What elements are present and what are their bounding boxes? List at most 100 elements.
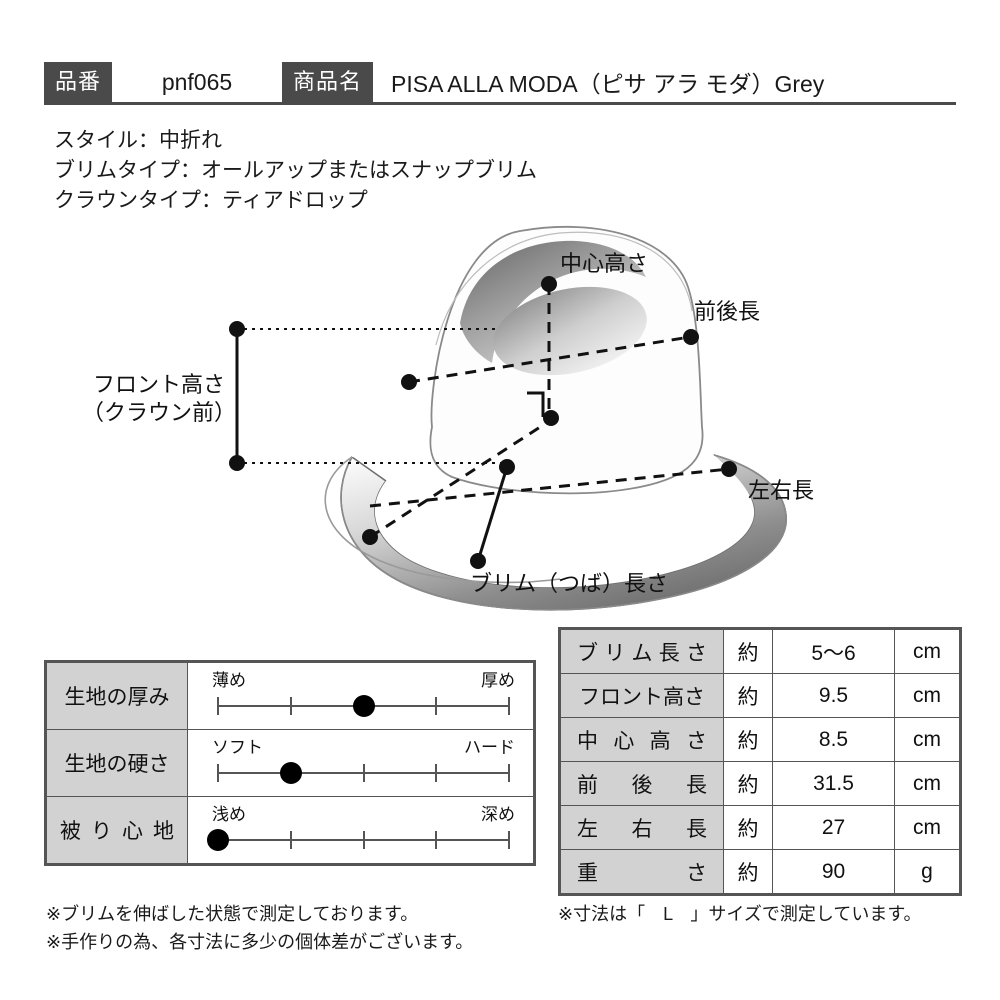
hat-brim-inner-left bbox=[324, 456, 561, 584]
property-name: 生地の硬さ bbox=[46, 729, 188, 797]
header-divider bbox=[44, 102, 956, 105]
slider-tick bbox=[289, 831, 292, 849]
label-brim-length: ブリム（つば）長さ bbox=[470, 571, 669, 596]
slider-tick bbox=[508, 831, 510, 849]
measurement-value: 27 bbox=[772, 805, 895, 850]
hat-crown-dent-crescent bbox=[460, 240, 646, 363]
note-size-measured: ※寸法は「 L 」サイズで測定しています。 bbox=[558, 904, 922, 924]
measurement-approx: 約 bbox=[723, 629, 773, 674]
hat-crown-top-rim bbox=[435, 231, 693, 346]
measurement-label: 前後長 bbox=[560, 761, 724, 806]
product-name-badge: 商品名 bbox=[282, 62, 374, 102]
measurement-unit: cm bbox=[894, 629, 960, 674]
measurement-label: フロント高さ bbox=[560, 673, 724, 718]
slider-track[interactable] bbox=[217, 695, 510, 717]
property-slider-cell[interactable]: ソフト ハード bbox=[187, 729, 534, 797]
measurement-unit: cm bbox=[894, 805, 960, 850]
property-slider-cell[interactable]: 薄め 厚め bbox=[187, 662, 534, 730]
slider-right-label: 厚め bbox=[481, 671, 515, 690]
measurement-unit: cm bbox=[894, 761, 960, 806]
measurement-label: 中心高さ bbox=[560, 717, 724, 762]
measurement-label-text: ブリム長さ bbox=[577, 641, 707, 665]
product-code-badge: 品番 bbox=[44, 62, 113, 102]
hat-crown-dent-oval bbox=[493, 286, 647, 376]
measurement-unit: g bbox=[894, 849, 960, 894]
label-left-right-length: 左右長 bbox=[748, 478, 815, 503]
brim-length-line bbox=[476, 466, 509, 562]
measurement-label: 左右長 bbox=[560, 805, 724, 850]
slider-tick bbox=[435, 831, 438, 849]
slider-left-label: 薄め bbox=[212, 671, 246, 690]
slider-right-label: ハード bbox=[464, 738, 515, 757]
left-right-length-line bbox=[369, 467, 730, 508]
measurement-approx: 約 bbox=[723, 761, 773, 806]
property-name: 被り心地 bbox=[46, 796, 188, 864]
slider-tick bbox=[508, 697, 510, 715]
spec-crown-type: クラウンタイプ：ティアドロップ bbox=[54, 189, 368, 212]
measurement-approx: 約 bbox=[723, 717, 773, 762]
note-handmade-variance: ※手作りの為、各寸法に多少の個体差がございます。 bbox=[46, 932, 474, 952]
measurement-approx: 約 bbox=[723, 849, 773, 894]
slider-right-label: 深め bbox=[481, 805, 515, 824]
property-slider-cell[interactable]: 浅め深め bbox=[187, 796, 534, 864]
property-table: 生地の厚み 薄め 厚め生地の硬さ ソフト ハード被り心地浅め深め bbox=[44, 660, 536, 866]
point-center-top bbox=[541, 276, 557, 292]
slider-left-label: ソフト bbox=[212, 738, 263, 757]
property-name-label: 被り心地 bbox=[60, 820, 184, 843]
measurement-unit: cm bbox=[894, 717, 960, 762]
product-header: 品番 pnf065 商品名 PISA ALLA MODA（ピサ アラ モダ）Gr… bbox=[44, 62, 956, 105]
measurement-value: 8.5 bbox=[772, 717, 895, 762]
property-table-inner: 生地の厚み 薄め 厚め生地の硬さ ソフト ハード被り心地浅め深め bbox=[46, 662, 534, 864]
property-row: 生地の硬さ ソフト ハード bbox=[46, 729, 534, 797]
slider-thumb[interactable] bbox=[352, 695, 375, 717]
slider-tick bbox=[362, 764, 365, 782]
spec-style: スタイル：中折れ bbox=[54, 129, 222, 152]
point-center-base bbox=[543, 410, 559, 426]
point-right bbox=[721, 461, 737, 477]
point-brim-inner bbox=[499, 459, 515, 475]
property-row: 生地の厚み 薄め 厚め bbox=[46, 662, 534, 730]
point-front-height-bottom bbox=[229, 455, 245, 471]
slider-tick bbox=[289, 697, 292, 715]
spec-list: スタイル：中折れ ブリムタイプ：オールアップまたはスナップブリム クラウンタイプ… bbox=[54, 126, 614, 216]
slider-tick bbox=[508, 764, 510, 782]
measurement-value: 9.5 bbox=[772, 673, 895, 718]
spec-brim-type: ブリムタイプ：オールアップまたはスナップブリム bbox=[54, 159, 537, 182]
point-front bbox=[401, 374, 417, 390]
notes-right: ※寸法は「 L 」サイズで測定しています。 bbox=[558, 900, 978, 928]
notes-left: ※ブリムを伸ばした状態で測定しております。 ※手作りの為、各寸法に多少の個体差が… bbox=[46, 900, 546, 956]
slider-thumb[interactable] bbox=[207, 829, 229, 851]
label-front-height-line2: （クラウン前） bbox=[82, 400, 237, 425]
slider-thumb[interactable] bbox=[279, 762, 302, 784]
slider-track[interactable] bbox=[217, 762, 510, 784]
measurement-label: ブリム長さ bbox=[560, 629, 724, 674]
header-row: 品番 pnf065 商品名 PISA ALLA MODA（ピサ アラ モダ）Gr… bbox=[44, 62, 956, 102]
measurement-label-text: フロント高さ bbox=[579, 685, 705, 709]
property-name: 生地の厚み bbox=[46, 662, 188, 730]
measurement-approx: 約 bbox=[723, 805, 773, 850]
measurement-approx: 約 bbox=[723, 673, 773, 718]
property-name-label: 生地の厚み bbox=[64, 686, 170, 709]
slider-tick bbox=[435, 697, 438, 715]
measurement-value: 31.5 bbox=[772, 761, 895, 806]
measurement-label: 重さ bbox=[560, 849, 724, 894]
product-name-value: PISA ALLA MODA（ピサ アラ モダ）Grey bbox=[391, 71, 825, 97]
right-angle-marker bbox=[527, 391, 545, 417]
property-slider[interactable]: 浅め深め bbox=[188, 797, 533, 863]
property-slider[interactable]: 薄め 厚め bbox=[188, 663, 533, 729]
measurement-label-text: 左右長 bbox=[577, 817, 707, 841]
slider-track[interactable] bbox=[207, 829, 510, 851]
measurement-label-text: 重さ bbox=[577, 861, 707, 885]
hat-diagram: 中心高さ 前後長 左右長 ブリム（つば）長さ フロント高さ （クラウン前） bbox=[0, 195, 1000, 615]
property-slider[interactable]: ソフト ハード bbox=[188, 730, 533, 796]
measurement-label-text: 前後長 bbox=[577, 773, 707, 797]
note-brim-stretched: ※ブリムを伸ばした状態で測定しております。 bbox=[46, 904, 419, 924]
